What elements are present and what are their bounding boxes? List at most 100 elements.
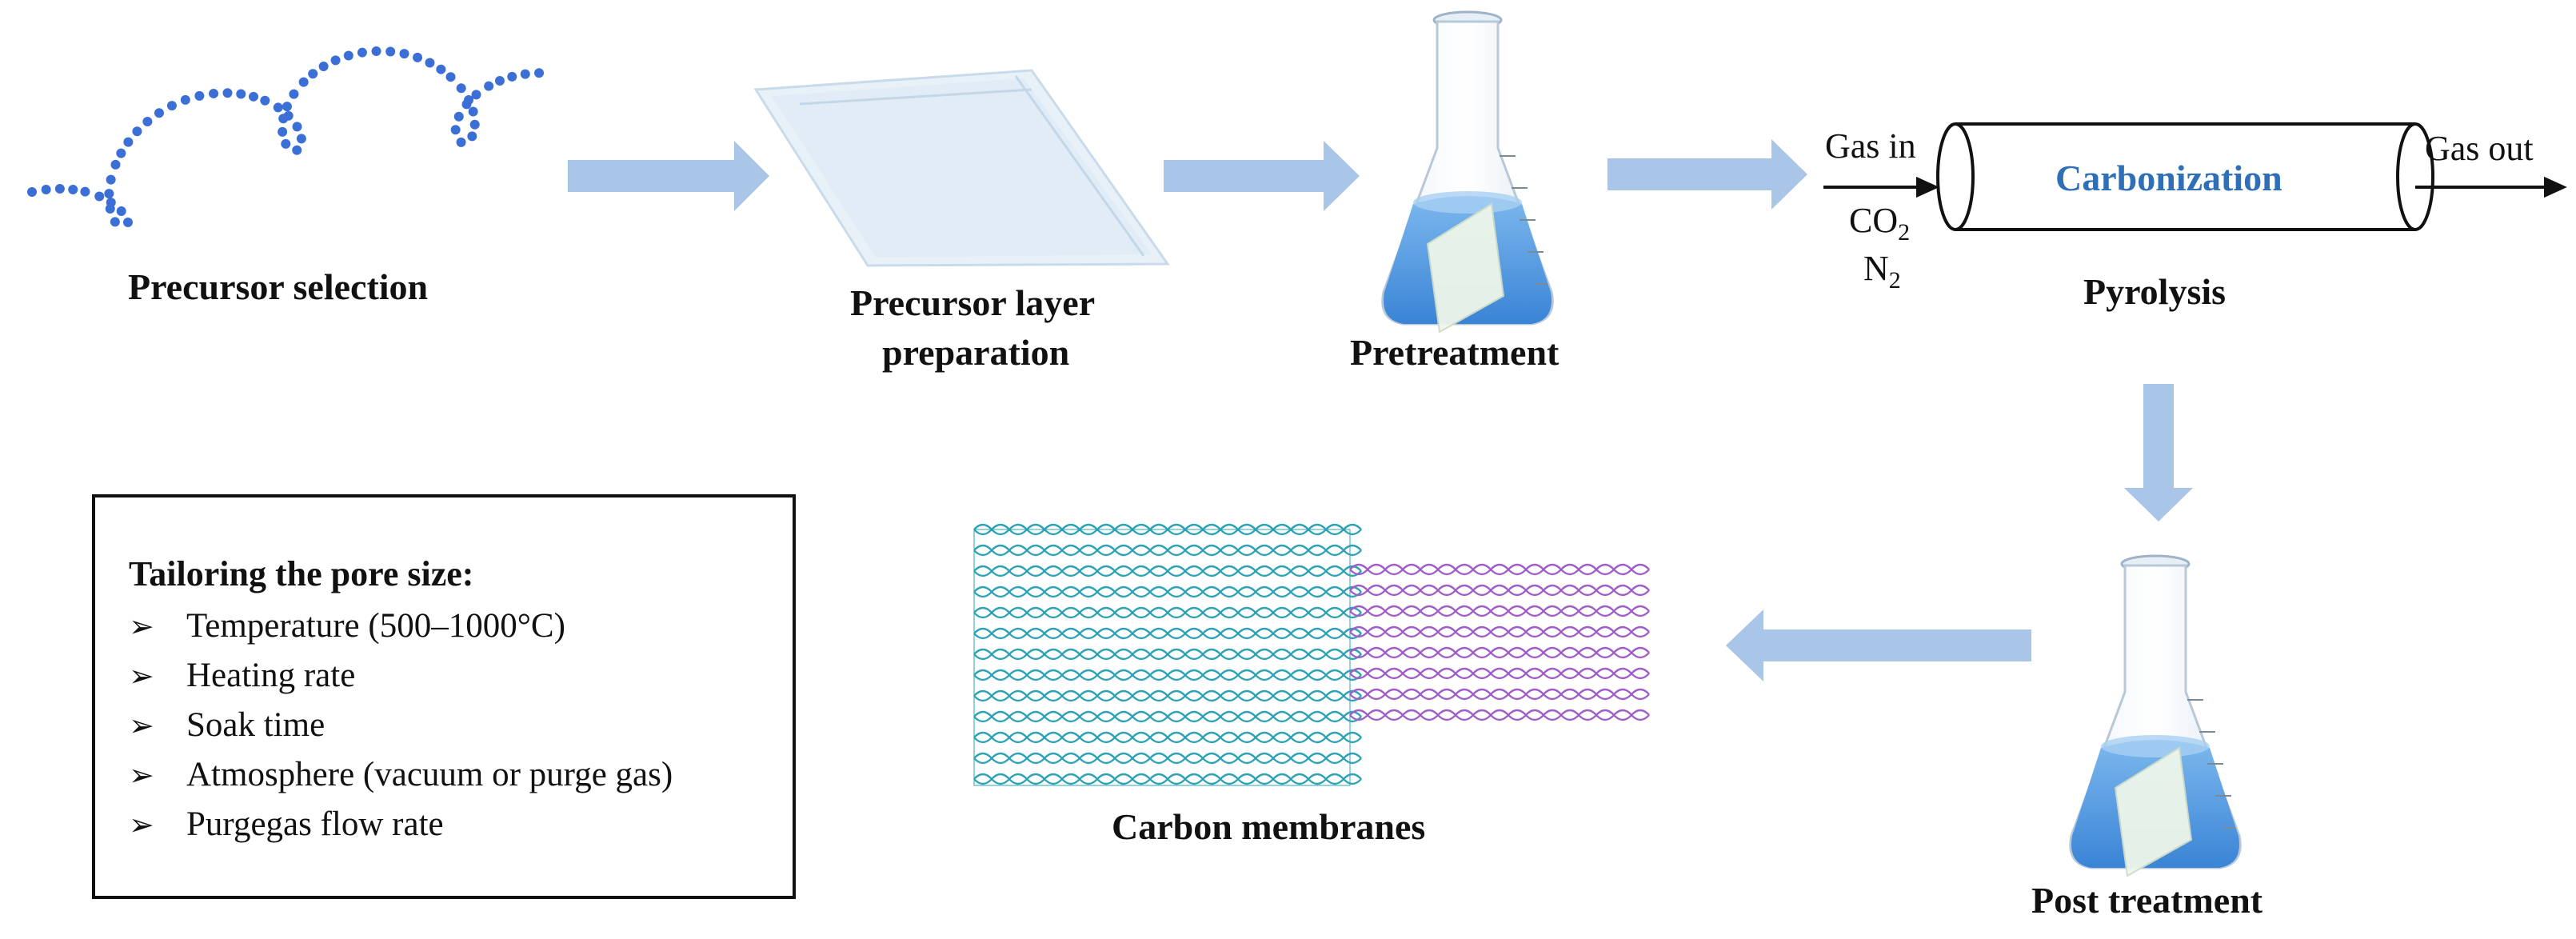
polymer-bead <box>132 126 142 137</box>
arrow-3 <box>1608 139 1807 210</box>
membrane-strand <box>1349 584 1650 592</box>
polymer-bead <box>236 89 246 99</box>
polymer-bead <box>461 99 472 110</box>
arrow-1 <box>568 141 769 211</box>
pyrolysis-label: Pyrolysis <box>2083 271 2227 312</box>
polymer-bead <box>281 138 291 149</box>
list-item-text: Atmosphere (vacuum or purge gas) <box>186 756 673 793</box>
membrane-strand <box>1349 568 1650 576</box>
membrane-strand <box>973 757 1362 765</box>
polymer-bead <box>166 101 177 111</box>
polymer-bead <box>413 52 423 62</box>
polymer-bead <box>292 122 302 132</box>
co2-main: CO <box>1849 201 1899 240</box>
polymer-bead <box>106 174 116 185</box>
polymer-bead <box>330 55 341 66</box>
membrane-strand <box>1349 609 1650 617</box>
membrane-strand <box>1349 667 1650 675</box>
n2-subscript: 2 <box>1888 267 1901 294</box>
polymer-bead <box>468 106 478 117</box>
membrane-strand <box>973 528 1362 536</box>
tailoring-box: Tailoring the pore size: ➢Temperature (5… <box>92 494 796 899</box>
membrane-strand <box>1349 563 1650 571</box>
membrane-strand <box>973 590 1362 598</box>
polymer-bead <box>425 58 435 68</box>
membrane-strand <box>973 777 1362 785</box>
polymer-bead <box>467 131 477 142</box>
polymer-bead <box>507 71 517 82</box>
polymer-bead <box>469 119 480 130</box>
polymer-bead <box>343 50 353 61</box>
pretreatment-flask-icon <box>1381 10 1554 334</box>
list-item: ➢Temperature (500–1000°C) <box>129 601 673 651</box>
list-item: ➢ Atmosphere (vacuum or purge gas) <box>129 750 673 800</box>
polymer-bead <box>471 90 481 100</box>
membrane-strand <box>1349 693 1650 701</box>
tailoring-title: Tailoring the pore size: <box>129 554 474 593</box>
polymer-bead <box>289 89 299 99</box>
precursor-layer-label-line2: preparation <box>882 332 1070 373</box>
polymer-bead <box>296 134 306 144</box>
bullet-arrow-icon: ➢ <box>129 658 154 693</box>
polymer-bead <box>278 126 288 137</box>
polymer-bead <box>445 72 456 82</box>
polymer-bead <box>278 114 289 124</box>
membrane-strand <box>973 549 1362 557</box>
polymer-bead <box>116 206 126 216</box>
post-treatment-flask-icon <box>2069 554 2242 877</box>
membrane-strand <box>1349 713 1650 721</box>
polymer-bead <box>41 184 51 194</box>
membrane-strand <box>1349 625 1650 633</box>
polymer-bead <box>142 117 153 127</box>
polymer-bead <box>154 108 164 118</box>
polymer-bead <box>456 83 466 94</box>
bullet-arrow-icon: ➢ <box>129 757 154 793</box>
polymer-bead <box>68 184 78 194</box>
polymer-bead <box>273 102 283 113</box>
polymer-bead <box>436 64 446 74</box>
carbonization-label: Carbonization <box>2055 158 2282 198</box>
polymer-bead <box>399 49 409 59</box>
membrane-strand <box>1349 651 1650 659</box>
polymer-bead <box>520 69 530 79</box>
polymer-bead <box>450 125 461 135</box>
polymer-bead <box>456 137 466 147</box>
polymer-bead <box>357 47 367 58</box>
polymer-bead <box>54 184 65 194</box>
membrane-strand <box>1349 646 1650 654</box>
membrane-strand <box>1349 688 1650 696</box>
polymer-bead <box>292 145 302 155</box>
polymer-bead <box>209 88 219 98</box>
gas-out-label: Gas out <box>2425 129 2534 168</box>
list-item: ➢Purgegas flow rate <box>129 800 673 849</box>
polymer-bead <box>180 94 190 105</box>
n2-main: N <box>1863 249 1889 288</box>
polymer-bead <box>260 95 270 106</box>
polymer-bead <box>105 203 115 214</box>
membrane-strand <box>973 673 1362 681</box>
polymer-bead <box>318 62 329 72</box>
polymer-bead <box>484 81 494 91</box>
bullet-arrow-icon: ➢ <box>129 609 154 644</box>
membrane-strand <box>1349 605 1650 613</box>
polymer-bead <box>194 90 205 101</box>
polymer-bead <box>122 217 133 227</box>
bullet-arrow-icon: ➢ <box>129 708 154 743</box>
membrane-strand <box>973 653 1362 661</box>
list-item: ➢Heating rate <box>129 651 673 701</box>
precursor-layer-label-line1: Precursor layer <box>850 282 1096 323</box>
list-item: ➢Soak time <box>129 701 673 750</box>
polymer-bead <box>385 46 396 57</box>
polymer-bead <box>104 189 114 199</box>
membrane-strand <box>973 569 1362 577</box>
membrane-strand <box>973 694 1362 702</box>
bullet-arrow-icon: ➢ <box>129 807 154 842</box>
gas-flow-arrows <box>1823 176 2567 198</box>
polymer-bead <box>123 137 134 147</box>
polymer-bead <box>308 69 318 79</box>
carbon-membranes-label: Carbon membranes <box>1112 806 1426 847</box>
polymer-bead <box>534 68 545 78</box>
polymer-bead <box>110 217 120 227</box>
polymer-bead <box>94 191 105 202</box>
